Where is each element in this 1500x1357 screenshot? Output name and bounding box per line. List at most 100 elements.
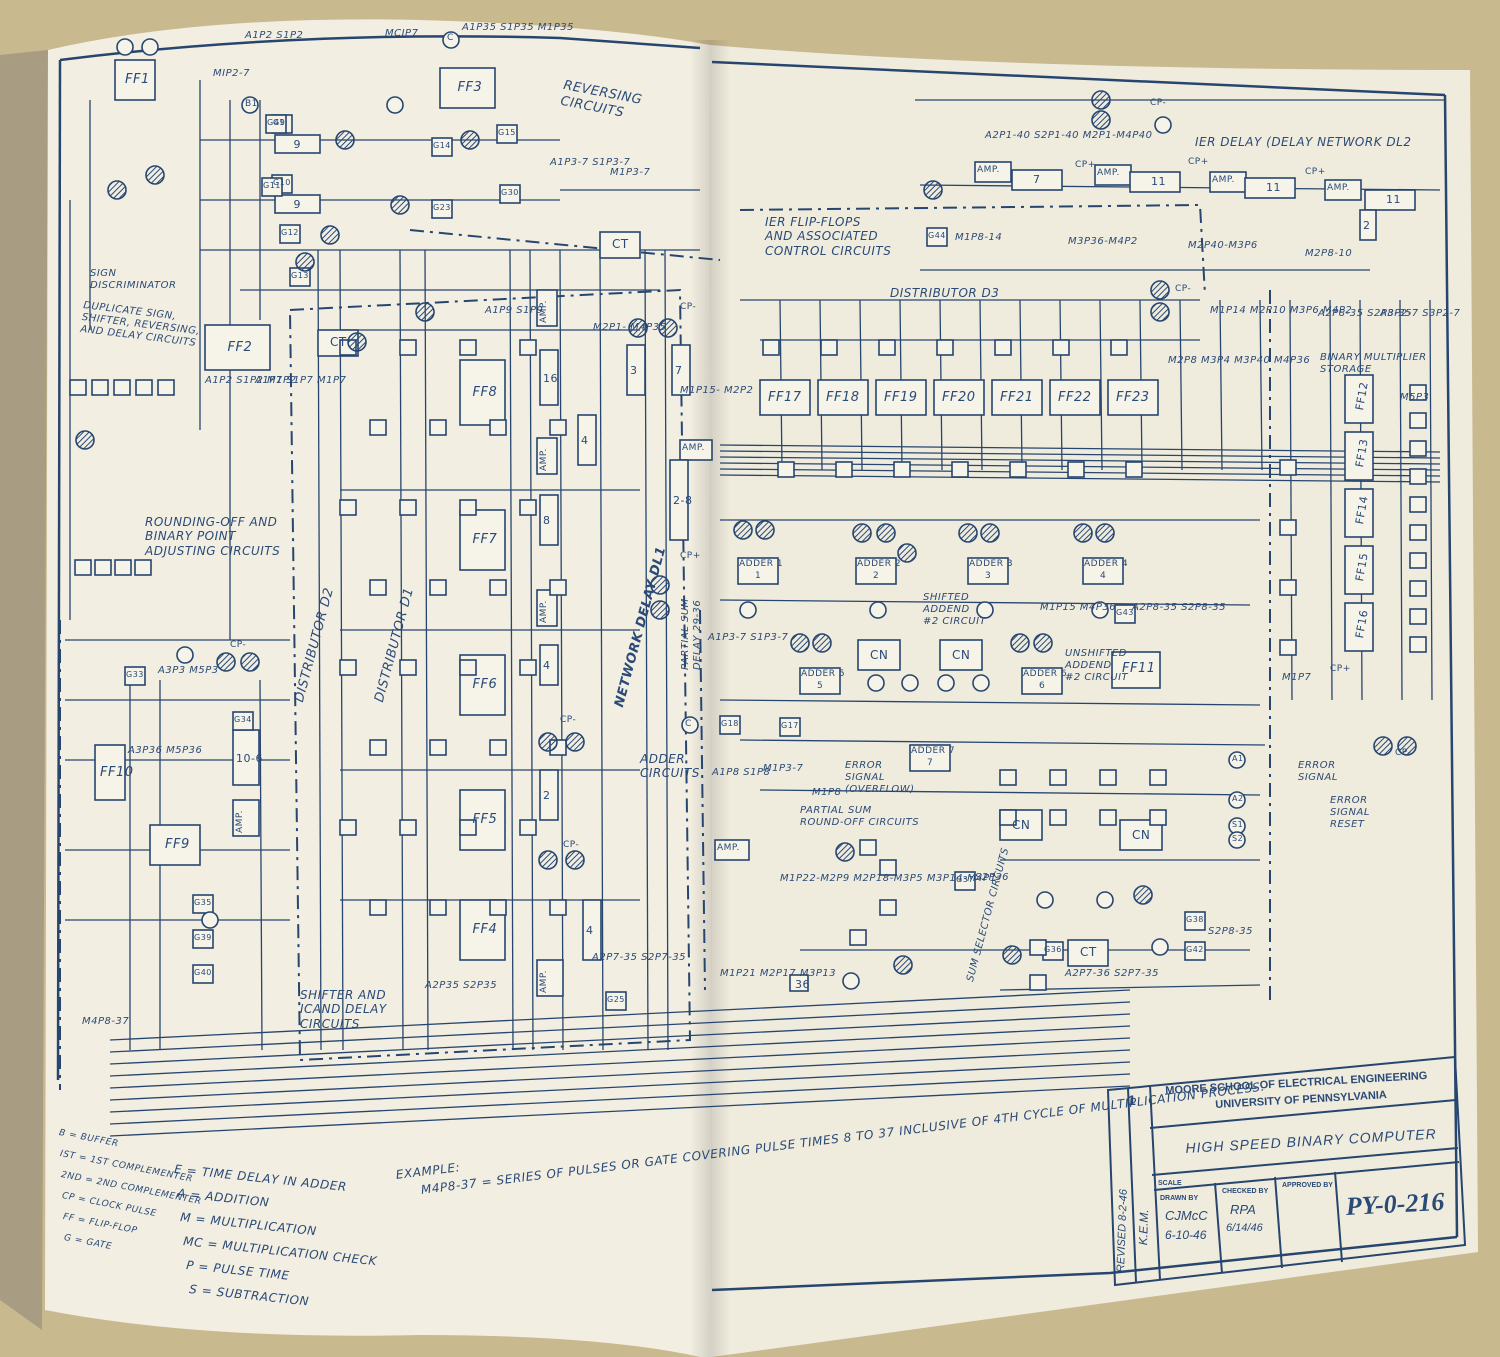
wire	[1219, 299, 1223, 471]
buffer-hatched-circle	[650, 600, 670, 620]
pulse-ier-top: A2P1-40 S2P1-40 M2P1-M4P40	[985, 130, 1153, 141]
buffer-hatched-circle	[295, 252, 315, 272]
amplifier-box	[536, 289, 558, 327]
gate-label: G42	[1186, 945, 1204, 954]
gate-g11	[261, 177, 283, 197]
small-gate	[399, 499, 417, 516]
small-gate	[1279, 579, 1297, 596]
flip-flop-ff22	[1049, 379, 1101, 416]
delay-value: 7	[675, 364, 683, 377]
small-gate	[1409, 580, 1427, 597]
amplifier-box	[536, 437, 558, 475]
adder-label: ADDER 4	[1084, 559, 1129, 569]
buffer-hatched-circle	[733, 520, 753, 540]
buffer-hatched-circle	[320, 225, 340, 245]
delay-line	[669, 459, 689, 541]
buffer-hatched-circle	[335, 130, 355, 150]
small-gate	[1409, 412, 1427, 429]
delay-value: 11	[1386, 193, 1401, 206]
terminal-circle	[1151, 938, 1169, 956]
cp-plus-label: CP+	[1330, 664, 1351, 674]
small-gate	[113, 379, 131, 396]
amplifier-box	[536, 959, 564, 997]
gate-g18	[719, 715, 741, 735]
pulse-m1p3-7-err: M1P3-7	[763, 763, 804, 774]
pulse-a2p7-36: A2P7-36 S2P7-35	[1065, 968, 1160, 979]
amplifier-box	[536, 589, 558, 627]
amplifier-box	[232, 799, 260, 837]
delay-line	[671, 344, 691, 396]
adder-circuits-label: Adder Circuits	[640, 752, 700, 781]
counter-label: CT	[330, 335, 347, 349]
adder-number: 1	[755, 571, 762, 581]
wire	[259, 679, 263, 1051]
wire	[759, 789, 1261, 796]
cp-minus-label: CP-	[230, 640, 247, 650]
cp-plus-label: CP+	[680, 551, 701, 561]
wire	[317, 249, 322, 1051]
small-gate	[369, 899, 387, 916]
delay-line	[1364, 189, 1416, 211]
cp-plus-label: CP+	[1075, 160, 1096, 170]
buffer-hatched-circle	[893, 955, 913, 975]
drawn-date: 6-10-46	[1165, 1228, 1207, 1242]
small-gate	[69, 379, 87, 396]
flip-flop-ff9	[149, 824, 201, 866]
gate-g33	[124, 666, 146, 686]
terminal-b1: B1	[245, 99, 258, 109]
small-gate	[1110, 339, 1128, 356]
small-gate	[1149, 809, 1167, 826]
buffer-hatched-circle	[1397, 736, 1417, 756]
delay-line	[1011, 169, 1063, 191]
buffer-hatched-circle	[538, 732, 558, 752]
pulse-m1p21: M1P21 M2P17 M3P13	[720, 968, 837, 979]
gate-label: G41	[267, 118, 285, 127]
delay-line	[539, 494, 559, 546]
flip-flop-ff7	[459, 509, 506, 571]
adder-label: ADDER 6	[1023, 669, 1068, 679]
wire	[339, 249, 344, 1051]
small-gate	[1029, 974, 1047, 991]
flip-flop-ff23	[1107, 379, 1159, 416]
gate-label: G17	[781, 721, 799, 730]
cn-label: CN	[1132, 828, 1151, 842]
flip-flop-ff3	[439, 67, 496, 109]
wire	[109, 1013, 1131, 1065]
counter-box	[599, 231, 641, 259]
flip-flop-ff14	[1344, 488, 1374, 538]
flip-flop-ff13	[1344, 431, 1374, 481]
cp-minus-label: CP-	[1395, 748, 1412, 758]
pulse-top-ff3: A1P35 S1P35 M1P35	[462, 22, 575, 33]
gate-label: G11	[263, 181, 281, 190]
adder-label: ADDER 7	[911, 746, 956, 756]
delay-line	[582, 899, 602, 961]
buffer-hatched-circle	[538, 850, 558, 870]
gate-label: G36	[1044, 945, 1062, 954]
gate-g17	[779, 717, 801, 737]
small-gate	[399, 659, 417, 676]
flip-flop-ff2	[204, 324, 271, 371]
counter-box	[1067, 939, 1109, 967]
hatched-circles	[75, 31, 1417, 990]
pulse-ff23-right: M2P8 M3P4 M3P40 M4P36	[1168, 355, 1311, 366]
small-gate	[1409, 468, 1427, 485]
delay-value: 16	[543, 371, 558, 385]
flip-flop-label: FF20	[942, 390, 976, 405]
gate-label: G44	[928, 231, 946, 240]
terminal-a2: A2	[1232, 794, 1244, 803]
small-gate	[1409, 524, 1427, 541]
buffer-hatched-circle	[1091, 110, 1111, 130]
delay-value: 2	[543, 789, 551, 802]
terminal-c: C	[685, 719, 692, 729]
small-gate	[1049, 809, 1067, 826]
pulse-g18-right: A2P8-35 S2P8-35	[1318, 308, 1413, 319]
small-gate	[399, 339, 417, 356]
small-gate	[134, 559, 152, 576]
buffer-hatched-circle	[415, 302, 435, 322]
dashed-boundaries	[59, 203, 1271, 1090]
delay-line	[1129, 171, 1181, 193]
buffer-hatched-circle	[347, 332, 367, 352]
flip-flop-ff18	[817, 379, 869, 416]
flip-flop-label: FF22	[1058, 390, 1092, 405]
